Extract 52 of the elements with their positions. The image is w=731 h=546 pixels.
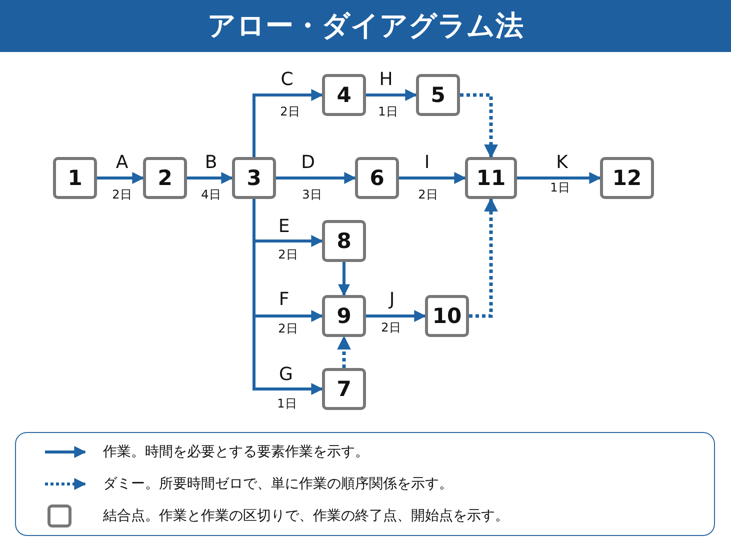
arrow <box>97 172 144 184</box>
node-number: 3 <box>246 166 262 190</box>
node-number: 10 <box>432 304 462 328</box>
duration-label: 1日 <box>550 182 570 194</box>
node-box <box>143 157 187 199</box>
duration-label: 2日 <box>280 106 300 118</box>
node-box <box>355 157 399 199</box>
duration-label: 1日 <box>277 398 297 410</box>
node-number: 6 <box>370 166 384 190</box>
duration-label: 2日 <box>112 188 132 202</box>
node-number: 4 <box>336 83 352 107</box>
duration-label: 4日 <box>201 188 221 202</box>
duration-label: 2日 <box>278 322 298 336</box>
arrow <box>366 310 426 322</box>
node-box <box>416 74 460 116</box>
node-number: 11 <box>476 166 506 190</box>
duration-label: 1日 <box>378 106 398 118</box>
node-box <box>53 157 97 199</box>
arrow <box>252 89 324 157</box>
node-number: 12 <box>612 166 642 190</box>
legend-text: 結合点。作業と作業の区切りで、作業の終了点、開始点を示す。 <box>103 508 509 524</box>
arrow <box>338 262 350 296</box>
node-box <box>322 220 366 262</box>
duration-label: 3日 <box>302 188 322 202</box>
duration-label: 2日 <box>381 322 401 334</box>
title-banner: アロー・ダイアグラム法 <box>0 0 731 52</box>
legend-text: ダミー。所要時間ゼロで、単に作業の順序関係を示す。 <box>103 476 453 492</box>
arrow <box>187 172 234 184</box>
arrow <box>517 172 602 184</box>
node-number: 5 <box>430 83 446 107</box>
node-number: 1 <box>68 166 82 190</box>
node-number: 7 <box>336 377 352 401</box>
node-number: 9 <box>336 304 352 328</box>
duration-label: 2日 <box>418 188 438 202</box>
dotted-arrow <box>469 198 498 318</box>
arrow <box>366 89 418 101</box>
duration-label: 2日 <box>278 248 298 262</box>
dotted-arrow <box>337 336 351 368</box>
node-box <box>600 157 654 199</box>
node-number: 2 <box>158 166 172 190</box>
node-box <box>322 295 366 337</box>
arrow <box>399 172 466 184</box>
node-box <box>322 74 366 116</box>
node-number: 8 <box>336 229 352 253</box>
node-box <box>465 157 517 199</box>
node-box <box>232 157 276 199</box>
node-box <box>322 368 366 410</box>
activity-label: J <box>388 291 396 309</box>
node-box <box>425 295 469 337</box>
legend-text: 作業。時間を必要とする要素作業を示す。 <box>103 444 369 460</box>
arrow <box>276 172 356 184</box>
dotted-arrow <box>460 93 498 158</box>
